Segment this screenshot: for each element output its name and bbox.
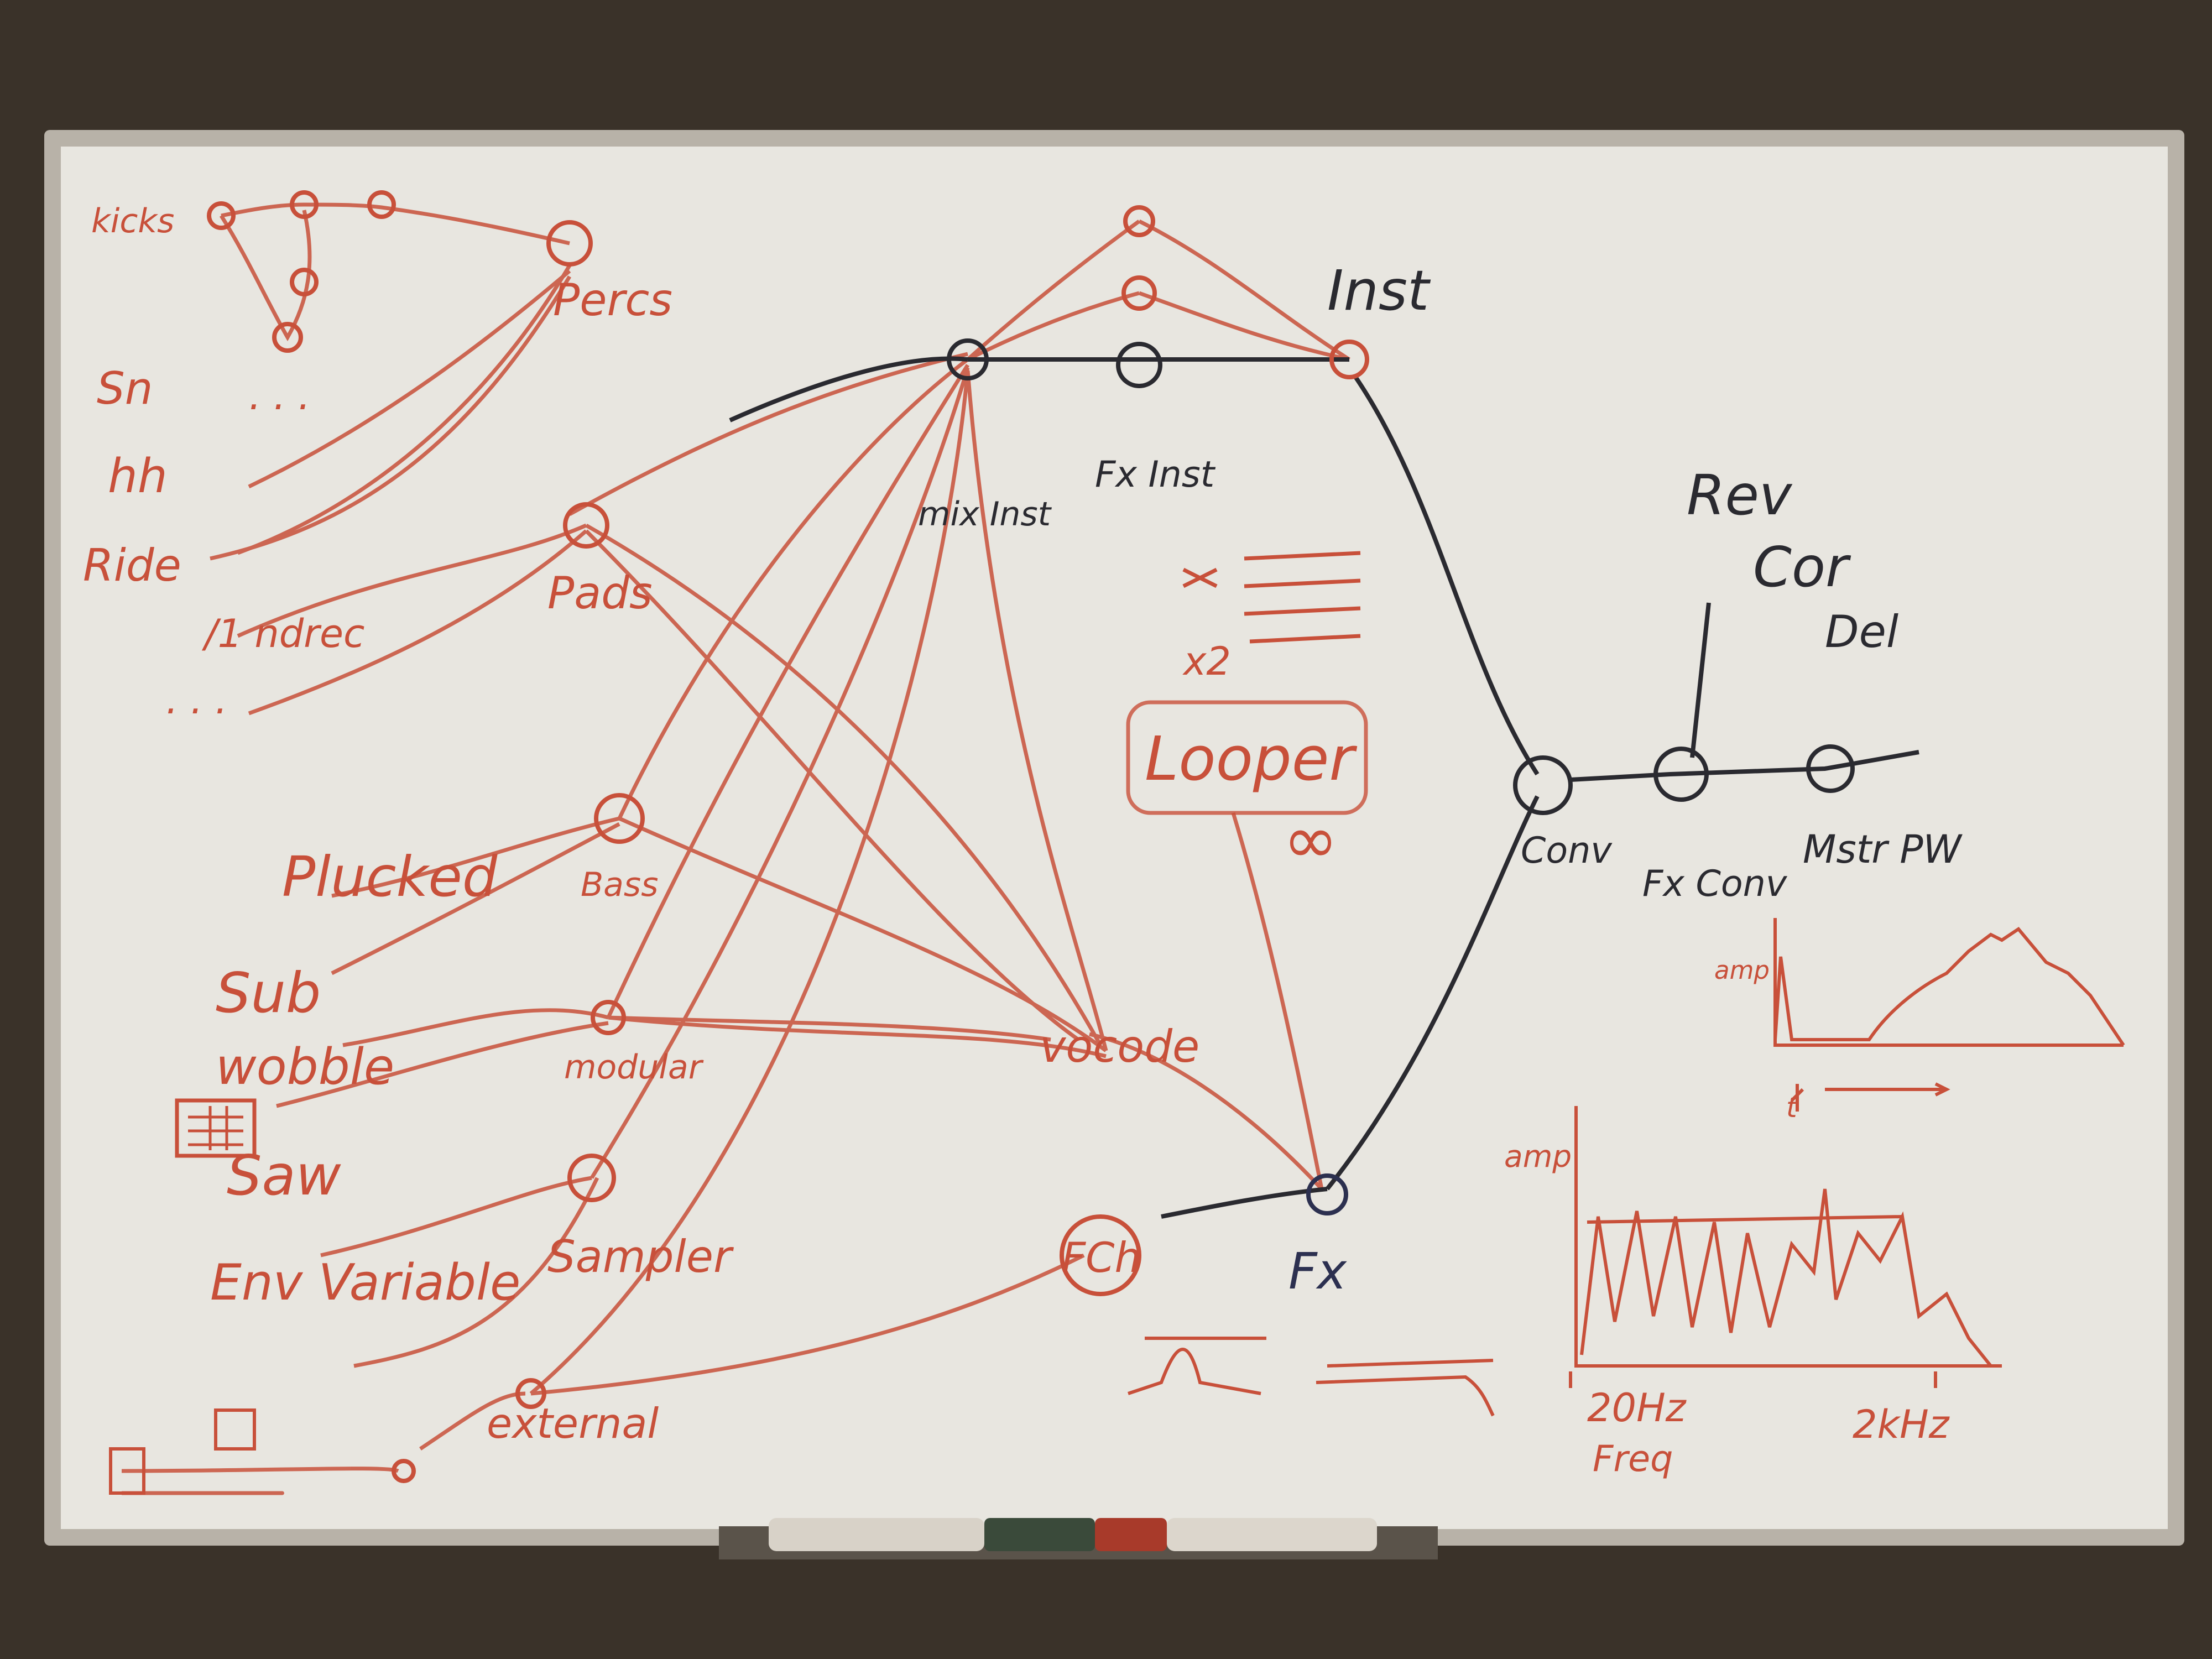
label-dots-2: . . .	[166, 677, 227, 723]
box-wobble-grid-lines	[188, 1106, 243, 1150]
spectrum-plot	[1569, 1106, 2002, 1388]
node-conv	[1513, 755, 1573, 815]
node-fx-inst-main	[1116, 342, 1162, 388]
label-wobble: wobble	[216, 1038, 394, 1096]
label-rev: Rev	[1687, 463, 1793, 528]
node-loop	[392, 1459, 416, 1483]
filter-curve-lowpass	[1316, 1359, 1495, 1417]
label-sndrec: /1 ndrec	[201, 611, 365, 656]
label-conv: Conv	[1521, 830, 1613, 872]
dark-nodes	[947, 338, 1855, 815]
black-connections	[729, 356, 1919, 1219]
strike-lines	[1182, 551, 1361, 644]
label-inst: Inst	[1327, 258, 1431, 323]
label-fx: Fx	[1288, 1243, 1348, 1301]
label-freq-start: 20Hz	[1587, 1385, 1687, 1431]
label-freq: Freq	[1593, 1438, 1673, 1480]
red-nodes	[207, 190, 1369, 1483]
label-del: Del	[1825, 606, 1898, 658]
label-sampler: Sampler	[547, 1231, 734, 1282]
node-modular	[591, 1000, 626, 1035]
red-connections	[121, 202, 1350, 1495]
label-saw: Saw	[227, 1143, 341, 1208]
label-pads: Pads	[547, 567, 653, 619]
label-env-amp: amp	[1714, 956, 1770, 985]
label-env: Env Variable	[210, 1254, 520, 1312]
node-kick-d	[272, 322, 303, 353]
node-kick-b	[367, 190, 396, 219]
label-amp: amp	[1504, 1139, 1572, 1174]
envelope-plot	[1773, 918, 2125, 1112]
box-external-a	[214, 1408, 256, 1451]
label-mix-inst: mix Inst	[918, 495, 1052, 534]
label-external: external	[487, 1399, 659, 1448]
white-marker	[1167, 1518, 1377, 1551]
label-vocode: vocode	[1040, 1021, 1199, 1072]
label-mstr: Mstr PW	[1803, 827, 1963, 872]
node-sampler	[567, 1154, 616, 1202]
box-external-b	[109, 1447, 145, 1495]
box-wobble-grid	[175, 1098, 257, 1158]
label-fch: FCh	[1062, 1233, 1141, 1282]
label-fx-conv: Fx Conv	[1642, 863, 1788, 905]
label-plucked: Plucked	[282, 844, 498, 909]
label-sn: Sn	[97, 363, 153, 414]
label-hh: hh	[108, 449, 168, 504]
node-fx-inst-2	[1121, 275, 1157, 311]
node-fx-conv	[1653, 747, 1709, 802]
label-x2: x2	[1182, 639, 1231, 684]
node-fch	[1060, 1214, 1141, 1296]
board-surface	[61, 147, 2168, 1529]
label-infinity: ∞	[1283, 802, 1338, 879]
node-kick-a	[290, 190, 319, 219]
label-bass: Bass	[581, 865, 658, 904]
node-pads	[563, 502, 609, 549]
label-modular: modular	[564, 1048, 704, 1087]
label-sub: Sub	[216, 961, 321, 1025]
label-freq-end: 2kHz	[1853, 1402, 1950, 1447]
filter-curve-bandpass	[1128, 1337, 1266, 1395]
label-fx-inst: Fx Inst	[1095, 454, 1216, 495]
node-bass	[594, 793, 645, 844]
node-external	[515, 1378, 546, 1409]
looper-box	[1126, 700, 1368, 815]
label-cor: Cor	[1753, 535, 1851, 599]
node-mstr	[1806, 744, 1855, 793]
node-inst	[1329, 340, 1369, 379]
label-kick: kicks	[91, 202, 174, 241]
node-percs	[546, 220, 593, 267]
red-marker-2	[1095, 1518, 1167, 1551]
label-dots-1: . . .	[249, 373, 310, 419]
red-marker	[769, 1518, 984, 1551]
node-fx-inst-1	[1123, 205, 1155, 237]
node-mix-inst	[947, 338, 989, 380]
label-percs: Percs	[553, 274, 672, 326]
black-marker	[984, 1518, 1095, 1551]
label-ride: Ride	[83, 540, 181, 591]
node-kick-in	[207, 201, 236, 230]
node-fx	[1306, 1173, 1348, 1215]
node-kick-c	[290, 268, 319, 296]
label-looper: Looper	[1145, 723, 1357, 794]
label-t: t	[1786, 1092, 1798, 1124]
